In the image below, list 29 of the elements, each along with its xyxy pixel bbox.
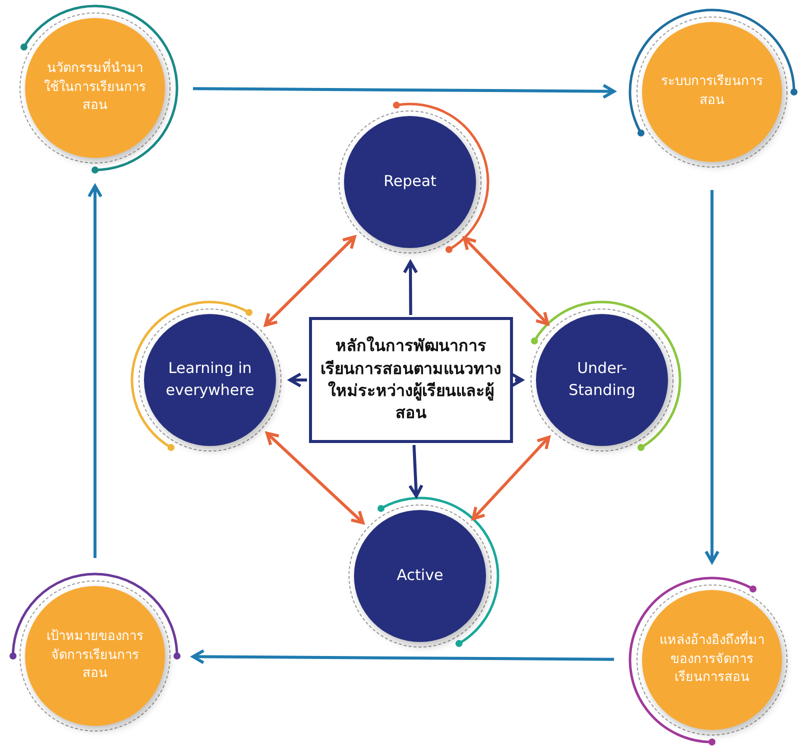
center-box [309, 317, 513, 443]
arrow [88, 184, 102, 558]
node-label: นวัตกรรมที่นำมาใช้ในการเรียนการสอน [43, 60, 147, 116]
node-label: ระบบการเรียนการสอน [660, 73, 764, 110]
node-label: Repeat [384, 171, 436, 192]
arrow [192, 84, 616, 99]
circle-node [25, 18, 165, 158]
circle-node [344, 116, 476, 248]
circle-node [25, 586, 165, 726]
circle-node [354, 510, 486, 642]
circle-node [144, 314, 276, 446]
node-label: Learning in everywhere [164, 358, 256, 401]
arrow [288, 372, 307, 388]
arrow [264, 235, 356, 327]
node-label: หลักในการพัฒนาการเรียนการสอนตามแนวทางใหม่ระหว่างผู้เรียนและผู้สอน [320, 335, 502, 424]
node-label: Active [396, 565, 444, 586]
circle-node [642, 22, 782, 162]
arrow [472, 436, 550, 520]
node-label: Under-Standing [568, 358, 636, 401]
arrow [408, 444, 424, 498]
arrow [266, 432, 364, 524]
node-label: แหล่งอ้างอิงถึงที่มาของการจัดการเรียนการสอน [658, 632, 766, 688]
arrow [704, 190, 720, 564]
arrow [192, 649, 614, 664]
circle-node [536, 314, 668, 446]
arrow [462, 236, 550, 326]
circle-node [642, 590, 782, 730]
arrow [402, 260, 418, 315]
node-label: เป้าหมายของการจัดการเรียนการสอน [46, 628, 144, 684]
